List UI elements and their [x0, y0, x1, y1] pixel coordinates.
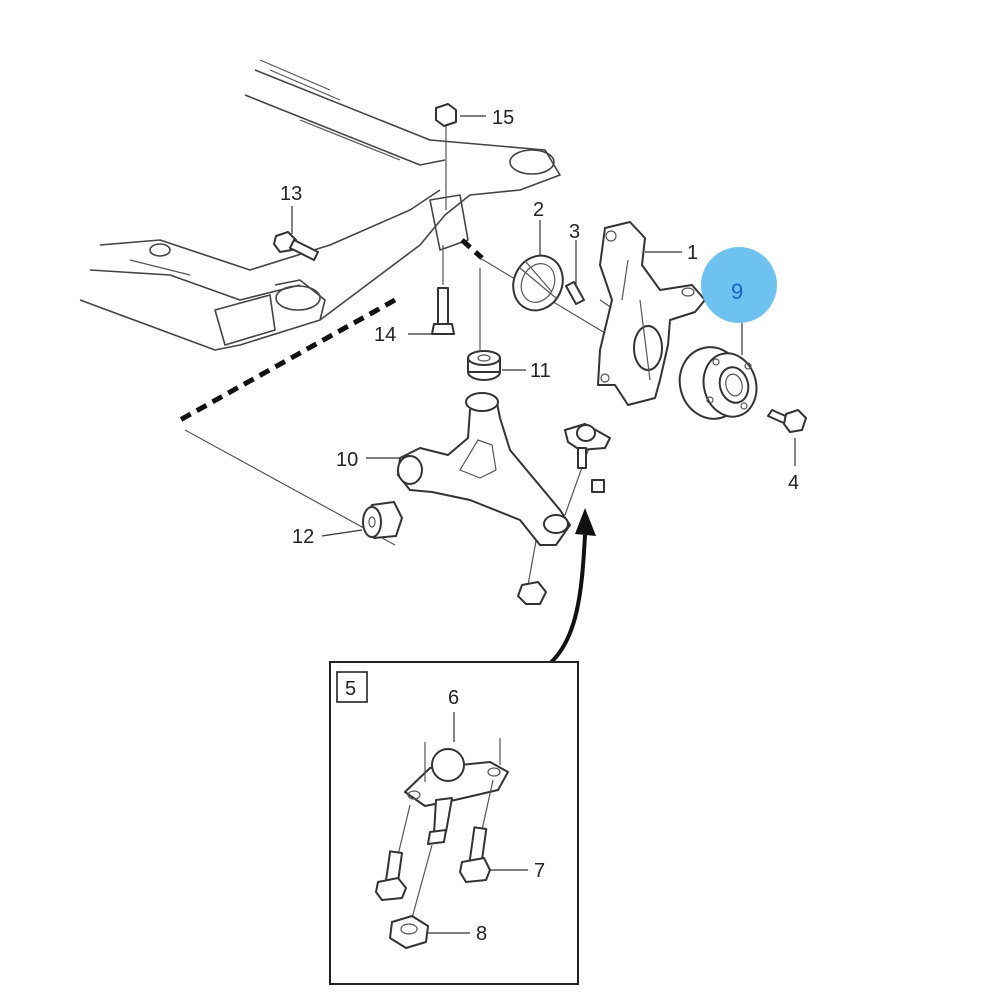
callout-15: 15 — [492, 107, 514, 129]
inset-box-label: 5 — [345, 678, 356, 700]
steering-knuckle — [597, 221, 706, 406]
bushing-bolt — [431, 287, 455, 335]
inset-number-box — [336, 671, 368, 703]
ball-joint-assembly — [517, 423, 611, 605]
highlight-circle — [701, 247, 777, 323]
inset-nut — [389, 915, 429, 949]
callout-11: 11 — [530, 360, 551, 382]
inset-panel: 5 6 — [329, 661, 579, 985]
callout-10: 10 — [336, 449, 358, 471]
callout-9: 9 — [731, 279, 743, 304]
inset-ball-joint — [404, 748, 509, 845]
rear-bushing — [467, 350, 501, 381]
callout-6: 6 — [448, 687, 459, 709]
callout-2: 2 — [533, 199, 544, 221]
callout-labels: 15 13 2 3 1 9 4 14 11 10 12 — [280, 107, 799, 548]
callout-12: 12 — [292, 526, 314, 548]
knuckle-bolt — [565, 281, 585, 305]
hub-bolt — [767, 409, 807, 433]
reference-arrow — [546, 508, 596, 667]
bearing-shield — [512, 254, 564, 312]
callout-1: 1 — [687, 242, 698, 264]
subframe-nut — [435, 103, 457, 210]
lower-control-arm — [397, 392, 571, 546]
callout-7: 7 — [534, 860, 545, 882]
callout-13: 13 — [280, 183, 302, 205]
wheel-hub — [678, 346, 758, 420]
subframe-bolt — [273, 231, 319, 261]
callout-8: 8 — [476, 923, 487, 945]
subframe — [79, 59, 561, 351]
callout-3: 3 — [569, 221, 580, 243]
inset-bolt-left — [375, 850, 407, 901]
leader-lines — [291, 115, 796, 537]
callout-14: 14 — [374, 324, 396, 346]
front-bushing — [362, 501, 403, 539]
callout-4: 4 — [788, 472, 799, 494]
inset-bolt-right — [459, 826, 491, 883]
